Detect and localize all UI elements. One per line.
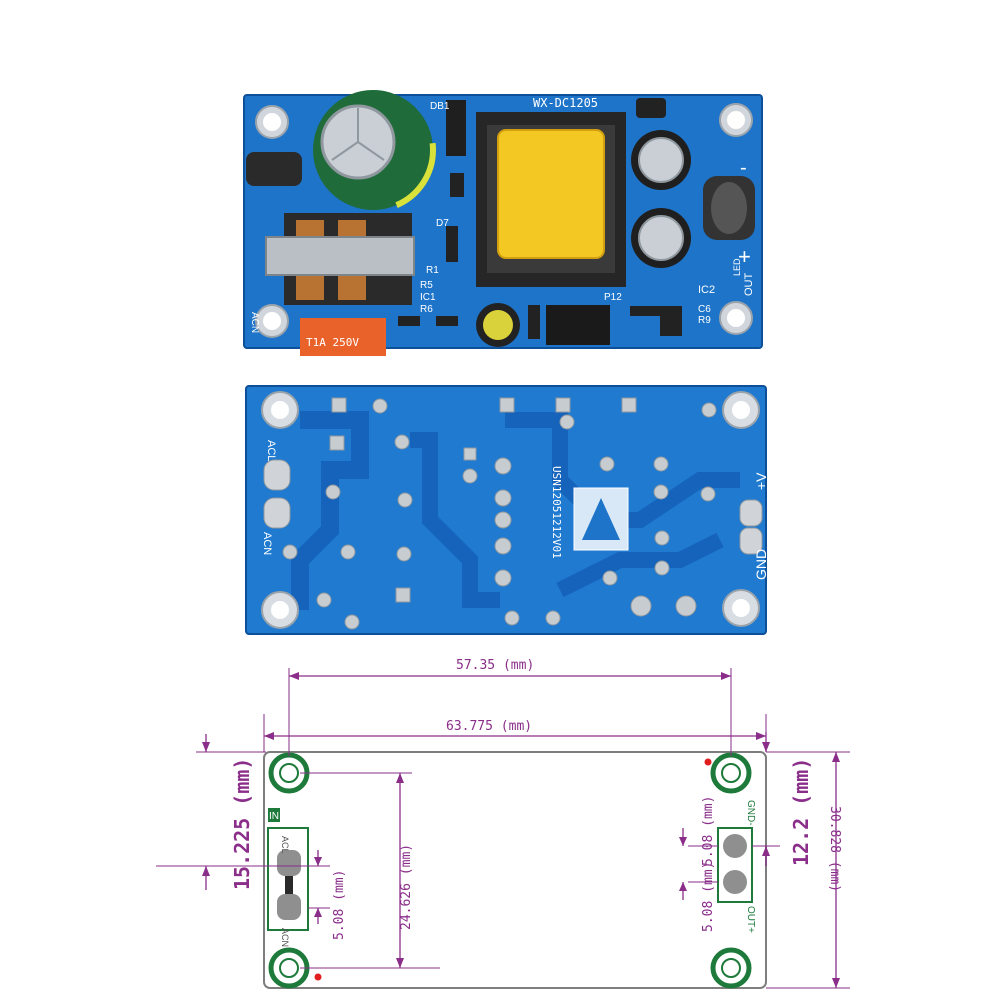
diode-d1 — [450, 173, 464, 197]
ic-regulator — [546, 305, 610, 345]
input-electrolytic-capacitor — [310, 87, 436, 213]
output-minus-label: - — [740, 157, 747, 179]
bridge-rectifier-db1 — [446, 100, 466, 156]
label-db1: DB1 — [430, 101, 450, 112]
label-ic2: IC2 — [698, 284, 715, 296]
diode-d2 — [528, 305, 540, 339]
top-board-mount-hole-tl — [255, 105, 289, 139]
smd-part — [630, 306, 660, 316]
plus-v-label: +V — [753, 472, 769, 490]
dimension-57-35: 57.35 (mm) — [456, 658, 534, 673]
dimension-30-828: 30.828 (mm) — [827, 806, 842, 892]
board-outline — [263, 751, 767, 989]
solder-pads — [282, 397, 717, 630]
label-r9: R9 — [698, 315, 711, 326]
dimension-drawing: IN ACL ACN GND- OUT+ 57.35 (mm) 63.775 (… — [156, 658, 850, 989]
outline-hole-tr — [710, 752, 752, 794]
smd-resistor — [398, 316, 420, 326]
top-board-view: DB1 WX-DC1205 T1A 250V D7 R1 R5 IC1 R6 — [243, 87, 763, 356]
dimension-12-2: 12.2 (mm) — [789, 758, 813, 866]
top-board-mount-hole-bl — [255, 304, 289, 338]
smd-part — [660, 306, 682, 336]
copper-trace — [410, 432, 500, 608]
label-r5: R5 — [420, 280, 433, 291]
model-label: WX-DC1205 — [533, 96, 598, 110]
gnd-label: GND — [753, 549, 769, 580]
acl-label-bottom: ACL — [265, 440, 277, 461]
top-board-mount-hole-tr — [719, 103, 753, 137]
acn-label: ACN — [280, 928, 290, 947]
acn-label-top: ACN — [249, 312, 260, 333]
dimension-63-775: 63.775 (mm) — [446, 719, 532, 734]
bottom-mount-hole-br — [722, 589, 760, 627]
outline-hole-br — [710, 947, 752, 989]
label-ic1: IC1 — [420, 292, 436, 303]
label-r6: R6 — [420, 304, 433, 315]
in-label: IN — [269, 811, 279, 822]
output-capacitor-1 — [631, 130, 691, 190]
label-c6: C6 — [698, 304, 711, 315]
top-board-mount-hole-br — [719, 301, 753, 335]
smd-resistor — [436, 316, 458, 326]
out-plus-label: OUT+ — [745, 906, 756, 933]
switching-transformer — [476, 112, 626, 287]
input-connector: IN ACL ACN — [267, 808, 309, 947]
transistor — [636, 98, 666, 118]
out-minus-label: GND- — [745, 800, 756, 826]
diode-d7 — [446, 226, 458, 262]
copper-trace — [291, 411, 369, 610]
output-plus-label: + — [738, 244, 751, 269]
bottom-mount-hole-tl — [261, 391, 299, 429]
acn-label-bottom: ACN — [261, 532, 273, 555]
dimension-24-626: 24.626 (mm) — [399, 844, 414, 930]
output-capacitor-2 — [631, 208, 691, 268]
label-d7: D7 — [436, 218, 449, 229]
small-electrolytic-capacitor — [476, 303, 520, 347]
pcb-code-label: USN12051212V01 — [550, 466, 563, 559]
output-inductor — [703, 176, 755, 240]
fuse-component: T1A 250V — [300, 318, 386, 356]
copper-trace — [556, 532, 724, 598]
pin1-marker — [314, 973, 322, 981]
fuse-label: T1A 250V — [306, 336, 359, 349]
label-p12: P12 — [604, 292, 622, 303]
bottom-board-substrate — [245, 385, 767, 635]
dimension-5-08-left: 5.08 (mm) — [332, 870, 347, 940]
common-mode-choke — [265, 213, 415, 305]
acl-label: ACL — [280, 836, 290, 854]
bottom-mount-hole-tr — [722, 391, 760, 429]
input-varistor — [246, 152, 302, 186]
output-connector: GND- OUT+ — [717, 800, 756, 933]
dimension-5-08-right-lower: 5.08 (mm) — [701, 862, 716, 932]
bottom-board-view: USN12051212V01 ACL ACN +V GND — [245, 385, 769, 635]
out-label: OUT — [743, 273, 755, 297]
input-pad-acl — [263, 459, 291, 491]
pin1-marker — [704, 758, 712, 766]
label-r1: R1 — [426, 265, 439, 276]
bottom-mount-hole-bl — [261, 591, 299, 629]
dimension-5-08-right-upper: 5.08 (mm) — [701, 796, 716, 866]
manufacturer-logo — [573, 487, 629, 551]
input-pad-acn — [263, 497, 291, 529]
output-pad-gnd — [739, 527, 763, 555]
led-label: LED — [732, 258, 742, 276]
output-pad-plus — [739, 499, 763, 527]
dimension-15-225: 15.225 (mm) — [230, 758, 254, 890]
